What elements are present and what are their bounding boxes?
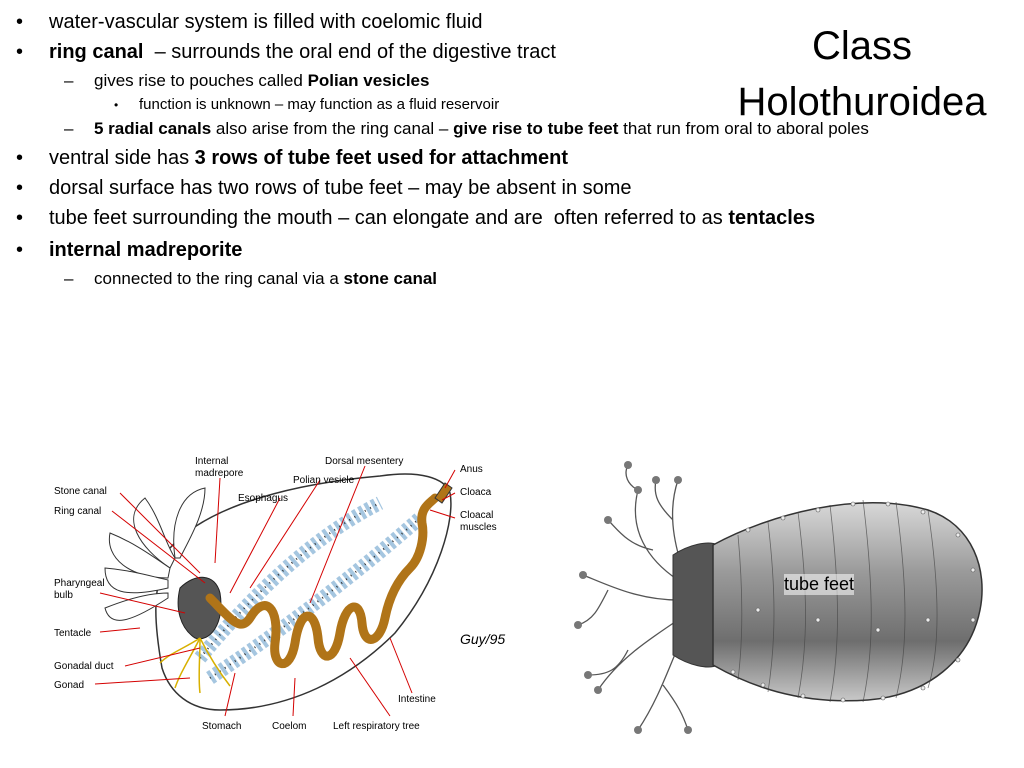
label-polian-vesicle: Polian vesicle: [293, 475, 355, 486]
diagram-signature: Guy/95: [460, 631, 505, 647]
label-coelom: Coelom: [272, 721, 306, 732]
bullet-item: • ventral side has 3 rows of tube feet u…: [14, 146, 944, 170]
label-internal-madrepore-1: Internal: [195, 456, 228, 467]
label-stomach: Stomach: [202, 721, 241, 732]
bullet-item: • water-vascular system is filled with c…: [14, 10, 944, 34]
label-internal-madrepore-2: madrepore: [195, 468, 244, 479]
bullet-item: • internal madreporite: [14, 238, 944, 262]
dash-marker: –: [64, 119, 74, 138]
respiratory-tree: [194, 496, 425, 684]
tentacle-tips: [574, 461, 692, 734]
bullet-bold: give rise to tube feet: [453, 119, 619, 138]
oral-collar: [672, 542, 719, 668]
holothurian-anatomy-diagram: Guy/95 Internal madrepore Dorsal mesente…: [54, 456, 505, 732]
bullet-text: tube feet surrounding the mouth – can el…: [49, 207, 729, 229]
slide-title: Class Holothuroidea: [700, 18, 1024, 130]
sea-cucumber-illustration: [574, 461, 983, 734]
bullet-text: dorsal surface has two rows of tube feet…: [49, 177, 632, 199]
title-line-1: Class: [811, 24, 913, 68]
bullet-marker: •: [16, 239, 24, 261]
bullet-text: also arise from the ring canal –: [211, 119, 454, 138]
bullet-bold: stone canal: [343, 269, 438, 288]
label-tentacle: Tentacle: [54, 628, 92, 639]
bullet-item: • tube feet surrounding the mouth – can …: [14, 206, 944, 230]
bullet-text: that run from oral to aboral poles: [618, 119, 869, 138]
label-intestine: Intestine: [398, 694, 436, 705]
cloaca: [434, 482, 453, 504]
bullet-bold: tentacles: [728, 207, 816, 229]
label-left-respiratory-tree: Left respiratory tree: [333, 721, 420, 732]
label-pharyngeal-bulb-2: bulb: [54, 590, 73, 601]
title-line-2: Holothuroidea: [737, 80, 987, 124]
sub-sub-bullet-item: • function is unknown – may function as …: [14, 95, 944, 115]
bullet-text: ventral side has: [49, 147, 195, 169]
leader-lines: [94, 465, 456, 717]
label-esophagus: Esophagus: [238, 493, 288, 504]
bullet-bold: 5 radial canals: [94, 119, 212, 138]
intestine: [205, 493, 440, 669]
bullet-marker: •: [16, 177, 24, 199]
bullet-text: function is unknown – may function as a …: [139, 96, 500, 113]
label-cloacal-muscles-1: Cloacal: [460, 510, 493, 521]
photo-caption-tube-feet: tube feet: [784, 574, 855, 595]
bullet-item: • ring canal – surrounds the oral end of…: [14, 40, 944, 64]
label-pharyngeal-bulb-1: Pharyngeal: [54, 578, 105, 589]
dash-marker: –: [64, 71, 74, 90]
label-ring-canal: Ring canal: [54, 506, 101, 517]
bullet-text: gives rise to pouches called: [94, 71, 308, 90]
pharyngeal-bulb: [177, 576, 222, 640]
bullet-text: – surrounds the oral end of the digestiv…: [143, 41, 556, 63]
dash-marker: –: [64, 269, 74, 288]
bullet-marker: •: [16, 11, 24, 33]
body-ridges: [737, 499, 938, 703]
label-gonad: Gonad: [54, 680, 84, 691]
tentacle-crown: [104, 487, 206, 621]
bullet-marker: •: [16, 41, 24, 63]
label-stone-canal: Stone canal: [54, 486, 107, 497]
bullet-bold: 3 rows of tube feet used for attachment: [194, 147, 569, 169]
bullet-bold: ring canal: [49, 41, 144, 63]
bullet-bold: Polian vesicles: [307, 71, 430, 90]
bullet-marker: •: [16, 207, 24, 229]
sub-bullet-item: – 5 radial canals also arise from the ri…: [14, 118, 944, 140]
sub-bullet-item: – connected to the ring canal via a ston…: [14, 268, 944, 290]
bullet-bold: internal madreporite: [49, 239, 243, 261]
label-anus: Anus: [460, 464, 483, 475]
tube-feet-dots: [730, 501, 976, 703]
bullet-text: connected to the ring canal via a: [94, 269, 344, 288]
bullet-marker: •: [114, 98, 119, 112]
sub-bullet-item: – gives rise to pouches called Polian ve…: [14, 70, 944, 92]
bullet-list: • water-vascular system is filled with c…: [14, 10, 944, 290]
label-cloacal-muscles-2: muscles: [460, 522, 497, 533]
bullet-text: water-vascular system is filled with coe…: [49, 11, 483, 33]
label-dorsal-mesentery: Dorsal mesentery: [325, 456, 403, 467]
label-gonadal-duct: Gonadal duct: [54, 661, 114, 672]
bullet-item: • dorsal surface has two rows of tube fe…: [14, 176, 944, 200]
sea-cucumber-body: [712, 502, 983, 702]
body-outline: [155, 473, 452, 711]
bullet-marker: •: [16, 147, 24, 169]
label-cloaca: Cloaca: [460, 487, 492, 498]
gonad: [159, 637, 231, 694]
